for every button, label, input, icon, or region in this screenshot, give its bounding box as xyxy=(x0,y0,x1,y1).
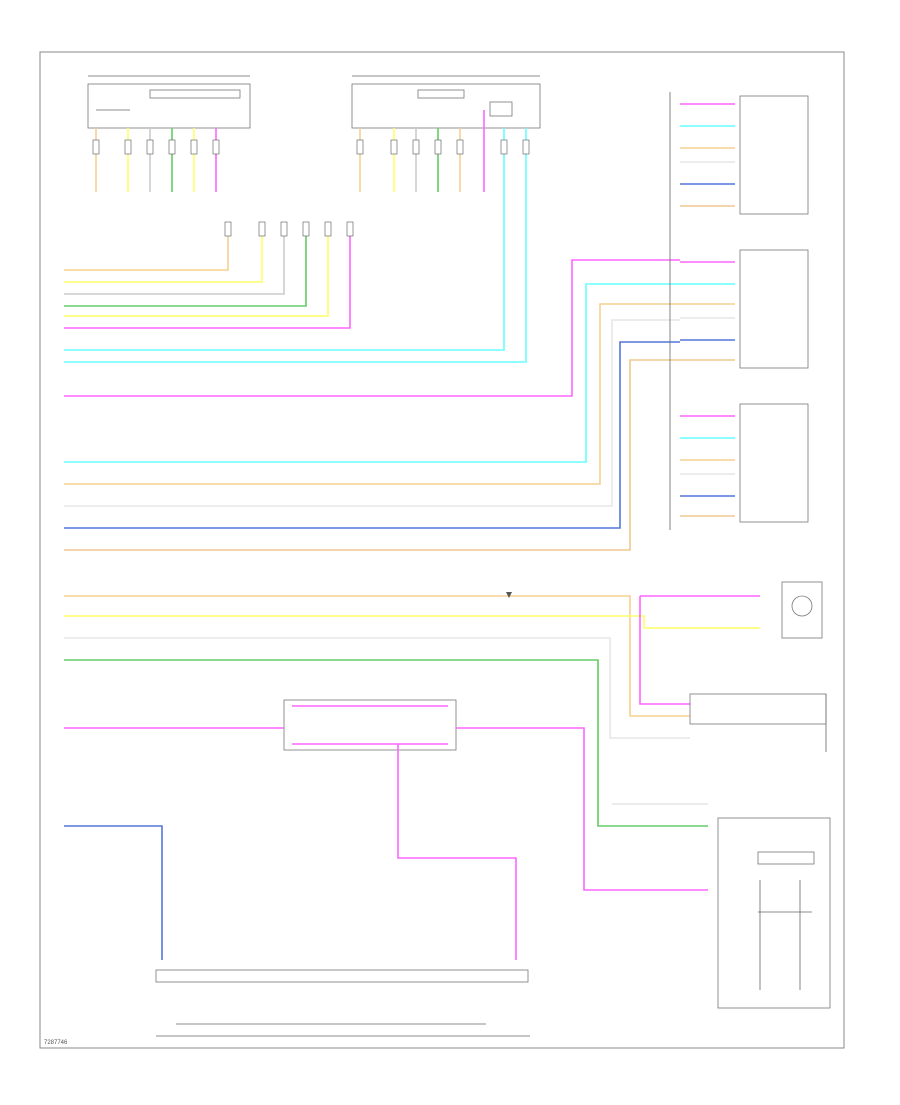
blue-wire xyxy=(64,825,163,960)
bottom-switch-row xyxy=(155,969,530,1037)
connector-pins xyxy=(92,139,530,237)
center-module-pins xyxy=(359,110,485,192)
steering-switch-bracket xyxy=(689,693,827,752)
top-left-module xyxy=(87,75,251,129)
speed-sensor-module xyxy=(781,581,823,639)
splice-marker xyxy=(506,592,512,598)
right-side-modules xyxy=(669,92,809,530)
footer-code: 7287746 xyxy=(44,1040,68,1046)
diagram-border xyxy=(39,51,845,1049)
headlamp-switch-module xyxy=(717,817,831,1009)
left-module-pins xyxy=(95,128,217,192)
top-center-module xyxy=(351,75,541,129)
mid-level-wires xyxy=(64,595,760,827)
steering-wheel-switch-module xyxy=(64,699,708,960)
main-wire-bundle xyxy=(64,128,680,551)
